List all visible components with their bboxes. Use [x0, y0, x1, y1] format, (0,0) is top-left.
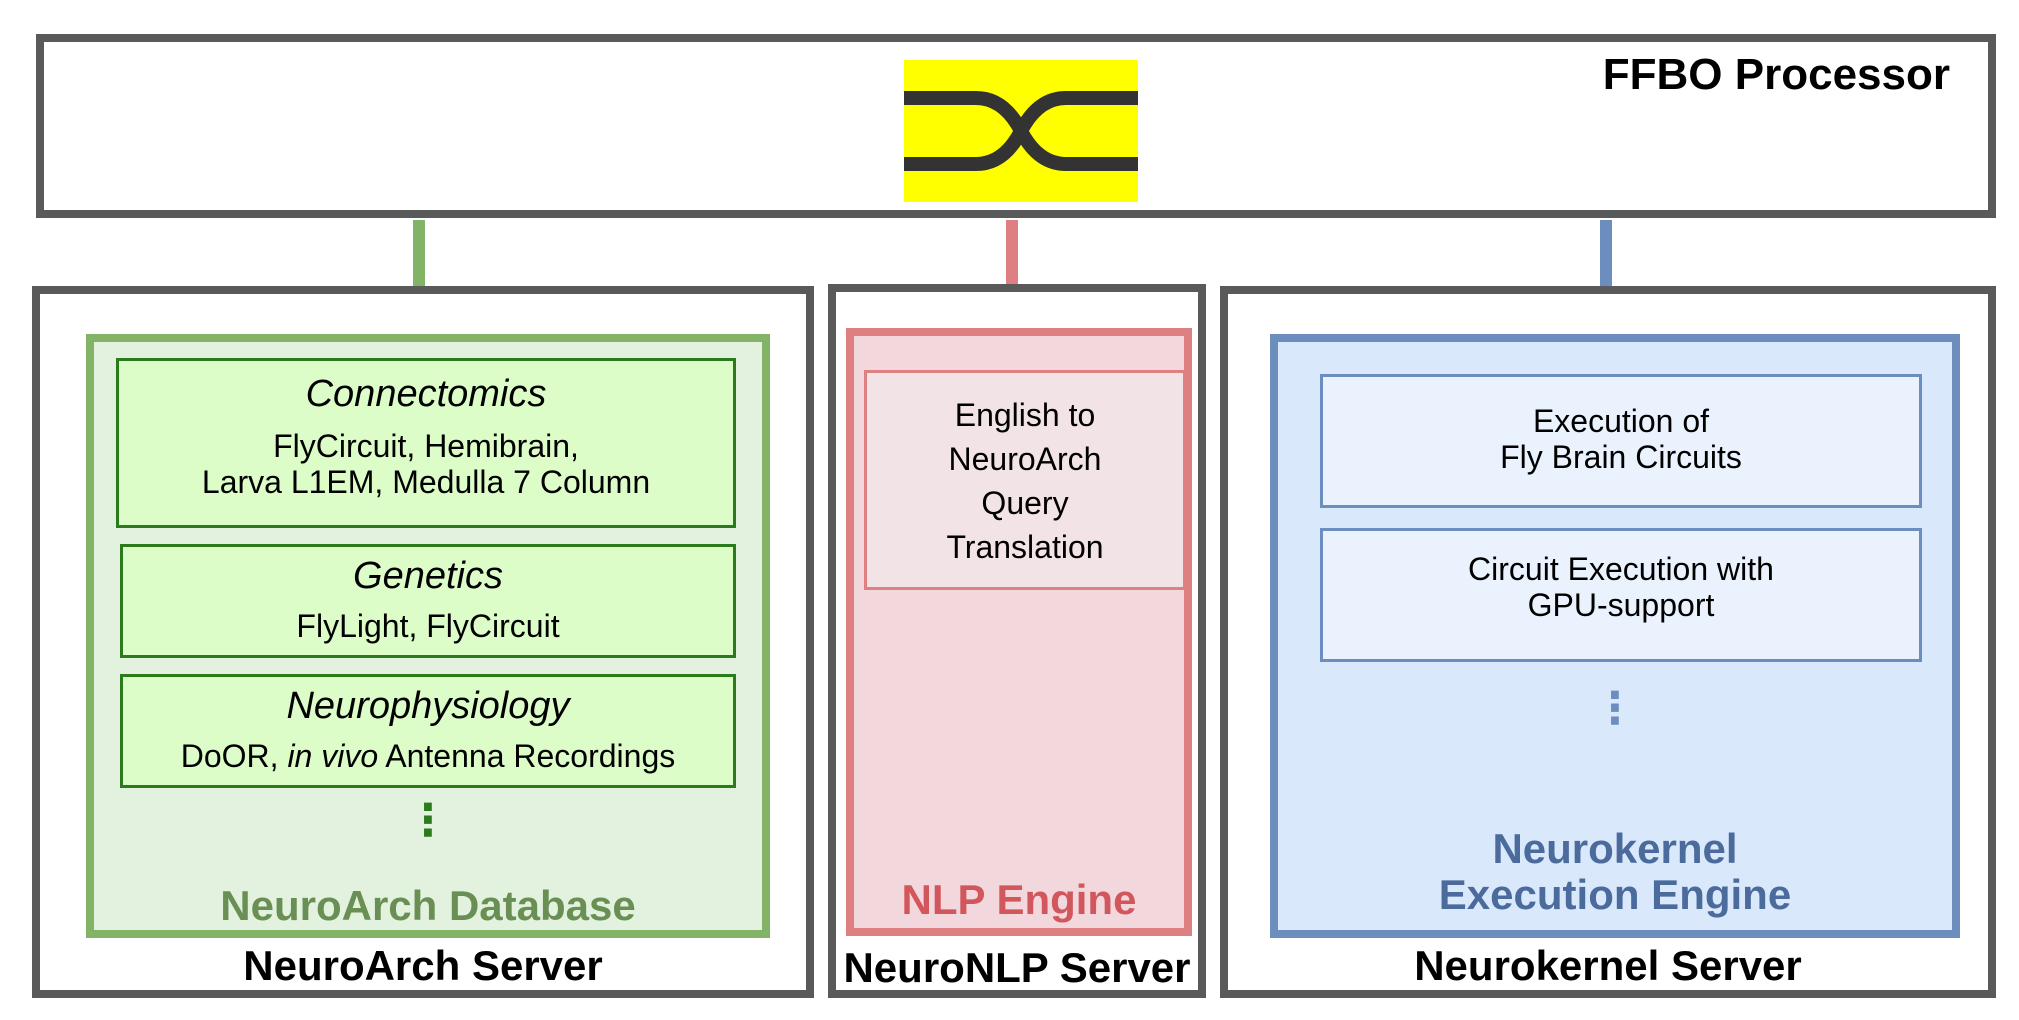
neurokernel-server-title: Neurokernel Server — [1414, 942, 1802, 989]
nlp-engine: English to NeuroArch Query Translation N… — [846, 328, 1192, 936]
neurokernel-engine-title-line1: Neurokernel — [1492, 825, 1738, 872]
processor-title: FFBO Processor — [1602, 50, 1950, 99]
neurokernel-engine-title-line2: Execution Engine — [1438, 871, 1792, 918]
neurokernel-ellipsis: ⋮ — [1593, 684, 1637, 733]
neuroarch-server-title: NeuroArch Server — [243, 942, 603, 989]
execution-box-line1: Execution of — [1532, 403, 1710, 439]
neuroarch-ellipsis: ⋮ — [406, 796, 450, 845]
connector-neuronlp — [1006, 220, 1018, 290]
neurophysiology-italic: in vivo — [287, 738, 379, 774]
nlp-box-line3: Query — [981, 485, 1069, 521]
connector-neurokernel — [1600, 220, 1612, 290]
genetics-box: Genetics FlyLight, FlyCircuit — [120, 544, 736, 658]
neurokernel-server: Execution of Fly Brain Circuits Circuit … — [1220, 286, 1996, 998]
connectomics-box: Connectomics FlyCircuit, Hemibrain, Larv… — [116, 358, 736, 528]
neuroarch-database: Connectomics FlyCircuit, Hemibrain, Larv… — [86, 334, 770, 938]
connectomics-heading: Connectomics — [305, 373, 547, 415]
neuroarch-server: Connectomics FlyCircuit, Hemibrain, Larv… — [32, 286, 814, 998]
execution-box: Execution of Fly Brain Circuits — [1320, 374, 1922, 508]
neuroarch-database-title: NeuroArch Database — [220, 882, 636, 929]
neurokernel-engine-title: Neurokernel Execution Engine — [1278, 826, 1952, 918]
gpu-box-line2: GPU-support — [1527, 587, 1715, 623]
connector-neuroarch — [413, 220, 425, 290]
genetics-line1: FlyLight, FlyCircuit — [296, 608, 560, 644]
connectomics-line2: Larva L1EM, Medulla 7 Column — [201, 464, 651, 500]
neurophysiology-line1: DoOR, in vivo Antenna Recordings — [123, 738, 733, 775]
nlp-box-line2: NeuroArch — [948, 441, 1102, 477]
crossing-lines-logo-icon — [904, 60, 1138, 202]
connectomics-line1: FlyCircuit, Hemibrain, — [273, 428, 579, 464]
execution-box-line2: Fly Brain Circuits — [1500, 439, 1742, 475]
neurophysiology-prefix: DoOR, — [180, 738, 288, 774]
gpu-box: Circuit Execution with GPU-support — [1320, 528, 1922, 662]
nlp-box-line1: English to — [954, 397, 1096, 433]
nlp-box-line4: Translation — [946, 529, 1104, 565]
neurokernel-execution-engine: Execution of Fly Brain Circuits Circuit … — [1270, 334, 1960, 938]
neuronlp-server: English to NeuroArch Query Translation N… — [828, 284, 1206, 998]
nlp-engine-title: NLP Engine — [901, 876, 1137, 923]
neuronlp-server-title: NeuroNLP Server — [843, 944, 1191, 991]
gpu-box-line1: Circuit Execution with — [1468, 551, 1774, 587]
neurophysiology-box: Neurophysiology DoOR, in vivo Antenna Re… — [120, 674, 736, 788]
neurophysiology-suffix: Antenna Recordings — [378, 738, 676, 774]
nlp-translation-box: English to NeuroArch Query Translation — [864, 370, 1186, 590]
ffbo-processor-box: FFBO Processor — [36, 34, 1996, 218]
genetics-heading: Genetics — [353, 555, 503, 597]
neurophysiology-heading: Neurophysiology — [286, 685, 570, 727]
